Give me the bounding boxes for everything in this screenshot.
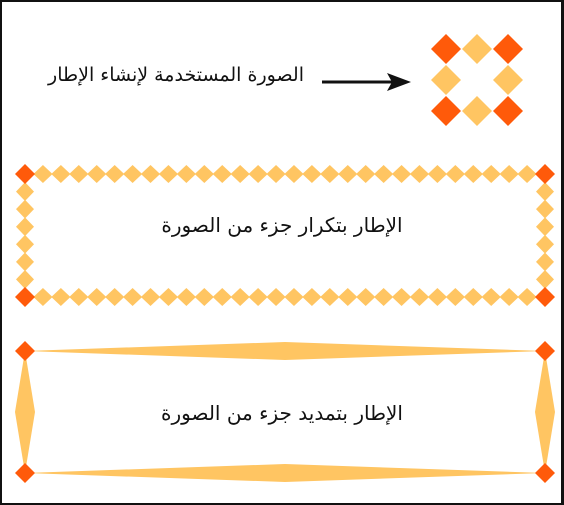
edge-diamond	[391, 165, 412, 183]
stretched-border-label: الإطار بتمديد جزء من الصورة	[161, 401, 403, 425]
edge-diamond	[374, 288, 394, 306]
corner-diamond	[535, 463, 555, 483]
edge-diamond	[536, 234, 554, 254]
corner-diamond	[15, 463, 35, 483]
edge-diamond	[356, 165, 376, 183]
edge-diamond	[356, 288, 376, 306]
edge-diamond	[320, 288, 340, 306]
edge-diamond	[445, 165, 465, 183]
edge-diamond	[212, 165, 232, 183]
edge-diamond	[302, 288, 322, 306]
edge-diamond	[284, 165, 304, 183]
edge-diamond	[176, 288, 196, 306]
edge-diamond	[16, 252, 34, 272]
edge-diamond	[33, 288, 53, 306]
edge-diamond	[517, 165, 537, 183]
edge-diamond	[176, 165, 196, 183]
corner-diamond	[535, 341, 555, 361]
corner-diamond	[431, 96, 461, 126]
edge-diamond	[16, 234, 34, 254]
stretched-edge-right	[535, 351, 555, 473]
edge-diamond	[302, 165, 322, 183]
edge-diamond	[499, 288, 519, 306]
edge-diamond	[230, 165, 250, 183]
edge-diamond	[87, 288, 107, 306]
edge-diamond	[16, 217, 34, 237]
edge-diamond	[431, 65, 461, 95]
edge-diamond	[536, 182, 554, 201]
edge-diamond	[248, 288, 268, 306]
edge-diamond	[16, 270, 34, 289]
source-image	[431, 34, 523, 126]
edge-diamond	[462, 96, 492, 126]
edge-diamond	[427, 288, 447, 306]
corner-diamond	[493, 96, 523, 126]
edge-diamond	[194, 288, 214, 306]
edge-diamond	[481, 165, 501, 183]
edge-diamond	[33, 165, 53, 183]
repeated-border-example	[15, 164, 555, 307]
corner-diamond	[535, 287, 555, 307]
edge-diamond	[194, 165, 214, 183]
edge-diamond	[266, 288, 286, 306]
edge-diamond	[391, 288, 412, 306]
edge-diamond	[463, 288, 483, 306]
edge-diamond	[140, 288, 161, 306]
edge-diamond	[493, 65, 523, 95]
arrow-right-icon	[322, 73, 411, 91]
edge-diamond	[536, 252, 554, 272]
stretched-edge-bottom	[25, 464, 545, 482]
edge-diamond	[427, 165, 447, 183]
corner-diamond	[535, 164, 555, 184]
edge-diamond	[248, 165, 268, 183]
source-image-label: الصورة المستخدمة لإنشاء الإطار	[48, 64, 304, 86]
edge-diamond	[338, 288, 358, 306]
corner-diamond	[15, 341, 35, 361]
edge-diamond	[140, 165, 161, 183]
edge-diamond	[284, 288, 304, 306]
edge-diamond	[320, 165, 340, 183]
edge-diamond	[463, 165, 483, 183]
edge-diamond	[51, 288, 71, 306]
edge-diamond	[499, 165, 519, 183]
edge-diamond	[105, 165, 125, 183]
edge-diamond	[123, 165, 143, 183]
edge-diamond	[16, 199, 34, 219]
stretched-edge-left	[15, 351, 35, 473]
corner-diamond	[493, 34, 523, 64]
edge-diamond	[536, 217, 554, 237]
edge-diamond	[158, 288, 179, 306]
edge-diamond	[409, 288, 430, 306]
stretched-border-example	[15, 341, 555, 483]
edge-diamond	[536, 270, 554, 289]
edge-diamond	[69, 165, 89, 183]
edge-diamond	[69, 288, 89, 306]
corner-diamond	[431, 34, 461, 64]
edge-diamond	[16, 182, 34, 201]
edge-diamond	[374, 165, 394, 183]
edge-diamond	[51, 165, 71, 183]
corner-diamond	[15, 164, 35, 184]
edge-diamond	[230, 288, 250, 306]
edge-diamond	[105, 288, 125, 306]
edge-diamond	[517, 288, 537, 306]
edge-diamond	[409, 165, 430, 183]
repeated-border-label: الإطار بتكرار جزء من الصورة	[161, 213, 403, 237]
edge-diamond	[445, 288, 465, 306]
edge-diamond	[123, 288, 143, 306]
stretched-edge-top	[25, 342, 545, 360]
edge-diamond	[266, 165, 286, 183]
edge-diamond	[481, 288, 501, 306]
edge-diamond	[462, 34, 492, 64]
edge-diamond	[338, 165, 358, 183]
edge-diamond	[158, 165, 179, 183]
corner-diamond	[15, 287, 35, 307]
edge-diamond	[87, 165, 107, 183]
edge-diamond	[536, 199, 554, 219]
edge-diamond	[212, 288, 232, 306]
